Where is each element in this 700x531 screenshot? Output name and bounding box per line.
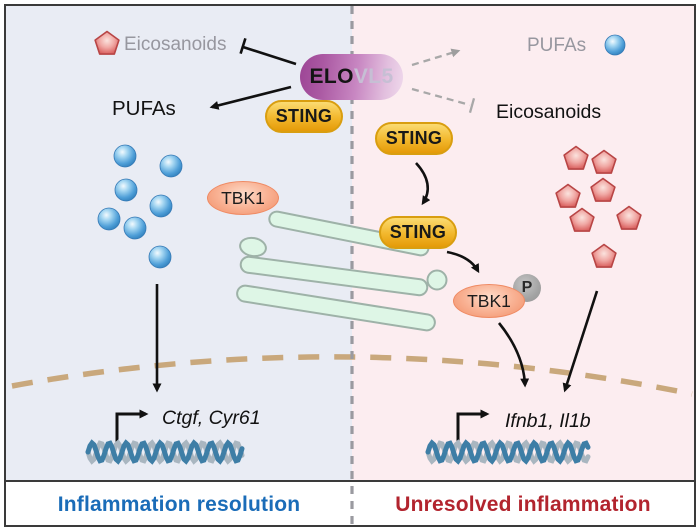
sting-pill-right-upper: STING [375,122,453,155]
dashed-inhibit-bar [468,97,476,114]
eicosanoid-molecule-icon [591,149,617,174]
eicosanoid-legend-icon [94,30,120,55]
eicosanoid-molecule-icon [563,145,589,170]
pufa-molecule-icon [159,154,183,178]
pufa-molecule-icon [123,216,147,240]
eicosanoids-left-label: Eicosanoids [124,34,227,55]
transcription-arrow-left [115,409,149,442]
pufa-molecule-icon [148,245,172,269]
arrow-sting-tbk1 [446,250,480,274]
pufa-molecule-icon [149,194,173,218]
sting-pill-right-lower: STING [379,216,457,249]
eicosanoid-molecule-icon [555,183,581,208]
elovl5-label-light: VL5 [353,65,394,88]
eicosanoid-molecule-icon [616,205,642,230]
inhibit-bar-left [239,38,247,54]
dna-helix-left [85,439,245,465]
eicosanoid-molecule-icon [591,243,617,268]
arrow-elovl5-pufas [209,85,292,110]
transcription-arrow-right [456,409,490,442]
pufas-right-label: PUFAs [527,35,587,56]
gene-label-left: Ctgf, Cyr61 [162,407,261,429]
dashed-arrows [411,48,476,114]
tbk1-pill-left: TBK1 [207,181,279,215]
dashed-inhibit-eicosanoids [411,87,471,107]
pufa-legend-icon [604,34,626,56]
pufa-molecule-icon [114,178,138,202]
sting-pill-left: STING [265,100,343,133]
tbk1-pill-right: TBK1 [453,284,525,318]
pufa-molecule-icon [97,207,121,231]
arrow-sting-sting [415,162,431,206]
dashed-arrow-pufas [411,48,461,67]
eicosanoids-right-label: Eicosanoids [496,101,602,123]
eicosanoid-molecule-icon [590,177,616,202]
dna-helix-right [425,439,591,465]
pufa-molecule-icon [113,144,137,168]
pufas-left-label: PUFAs [112,97,176,120]
footer-bar: Inflammation resolution Unresolved infla… [6,480,694,527]
left-panel-background [6,6,352,480]
arrow-eicosanoids-genes [562,290,599,393]
eicosanoid-molecule-icon [569,207,595,232]
inhibit-line-elovl5-eicosanoids [242,45,297,66]
footer-left-label: Inflammation resolution [57,492,301,516]
golgi-apparatus-icon [236,210,448,332]
elovl5-label-bold: ELO [309,65,354,88]
gene-label-right: Ifnb1, Il1b [505,410,591,432]
footer-right-label: Unresolved inflammation [395,492,651,516]
arrow-tbk1-genes [497,322,530,388]
pathway-arrows [115,38,599,442]
